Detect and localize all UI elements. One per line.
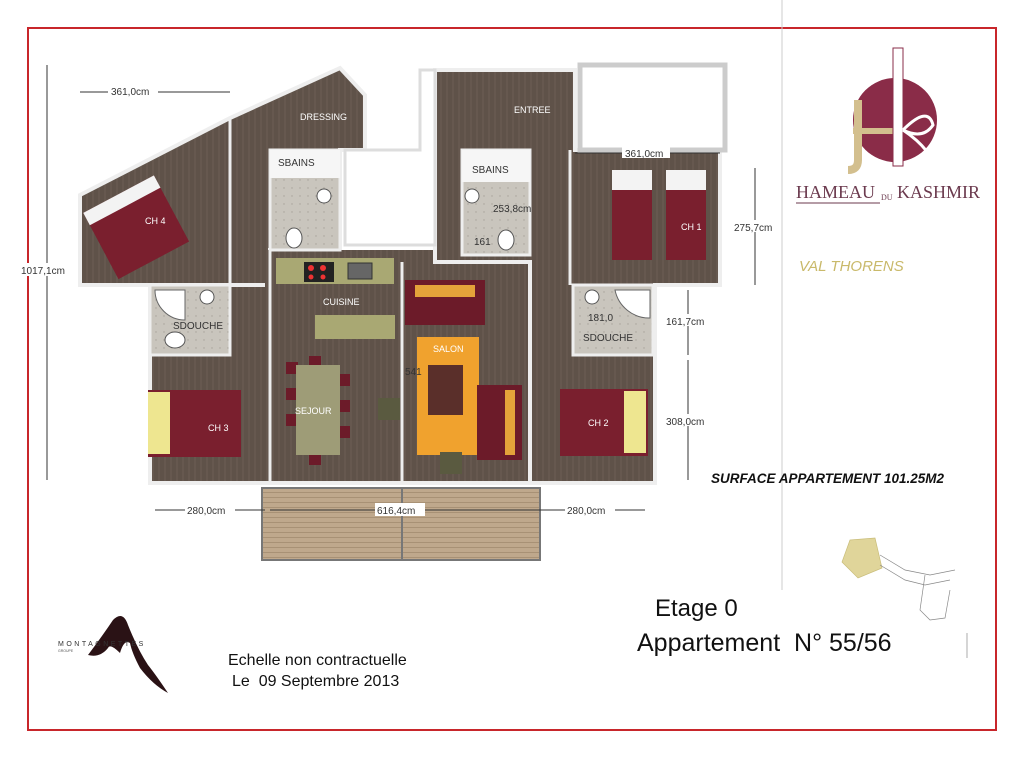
site-location-plan [841, 537, 968, 658]
dim-total-height: 1017,1cm [21, 266, 65, 277]
surface-label: SURFACE APPARTEMENT 101.25M2 [711, 471, 945, 486]
hameau-du-kashmir-logo: HAMEAU DU KASHMIR [796, 47, 980, 204]
room-label-sdouche: SDOUCHE [583, 333, 633, 344]
dim-ch4-width: 361,0cm [111, 87, 149, 98]
date-text: Le 09 Septembre 2013 [232, 673, 399, 690]
room-label-cuisine: CUISINE [323, 297, 360, 307]
dim-ch2-depth: 308,0cm [666, 417, 704, 428]
logo-name-right: KASHMIR [897, 182, 980, 202]
dimension-labels: 361,0cm 361,0cm 1017,1cm 253,8cm 161 275… [20, 84, 781, 517]
disclaimer-text: Echelle non contractuelle [228, 652, 407, 669]
floor-label: Etage 0 [655, 595, 738, 622]
dim-ch3-width: 280,0cm [187, 506, 225, 517]
sheet-frame [27, 27, 997, 731]
cooktop [304, 262, 334, 282]
dim-sdouche-depth: 161,7cm [666, 317, 704, 328]
dim-ch1-width: 361,0cm [625, 149, 663, 160]
room-labels: DRESSING SBAINS SBAINS ENTREE CH 4 CH 1 … [145, 105, 702, 433]
room-label-sdouche: SDOUCHE [173, 321, 223, 332]
armchair [440, 452, 462, 474]
room-label-dressing: DRESSING [300, 112, 347, 122]
developer-logo-text: MONTAGNETTES [58, 641, 146, 648]
kitchen-island [315, 315, 395, 339]
logo-name-left: HAMEAU [796, 182, 875, 202]
logo-name-mid: DU [881, 193, 893, 202]
room-label-sejour: SEJOUR [295, 406, 332, 416]
dim-sbains-depth: 253,8cm [493, 204, 531, 215]
dim-ch2-width: 280,0cm [567, 506, 605, 517]
sofa-right [477, 385, 522, 460]
room-label-sbains: SBAINS [278, 158, 315, 169]
coffee-table [428, 365, 463, 415]
room-label-ch1: CH 1 [681, 222, 702, 232]
dim-salon: 541 [405, 367, 422, 378]
room-label-ch2: CH 2 [588, 418, 609, 428]
sink [347, 262, 373, 280]
kitchen-counter [276, 258, 394, 284]
room-label-ch3: CH 3 [208, 423, 229, 433]
montagnettes-logo: MONTAGNETTES GROUPE [58, 616, 168, 693]
armchair [378, 398, 400, 420]
room-label-salon: SALON [433, 344, 464, 354]
location-label: VAL THORENS [799, 258, 904, 275]
dining-table [286, 356, 350, 465]
dim-sbains-width: 161 [474, 237, 491, 248]
dim-living-width: 616,4cm [377, 506, 415, 517]
dim-ch1-depth: 275,7cm [734, 223, 772, 234]
apartment-number: Appartement N° 55/56 [637, 629, 892, 657]
bed-ch4 [83, 175, 190, 280]
room-label-ch4: CH 4 [145, 216, 166, 226]
dim-sdouche-width: 181,0 [588, 313, 613, 324]
room-label-entree: ENTREE [514, 105, 551, 115]
floor-plan [78, 62, 728, 561]
room-label-sbains: SBAINS [472, 165, 509, 176]
developer-logo-sub: GROUPE [58, 649, 74, 653]
